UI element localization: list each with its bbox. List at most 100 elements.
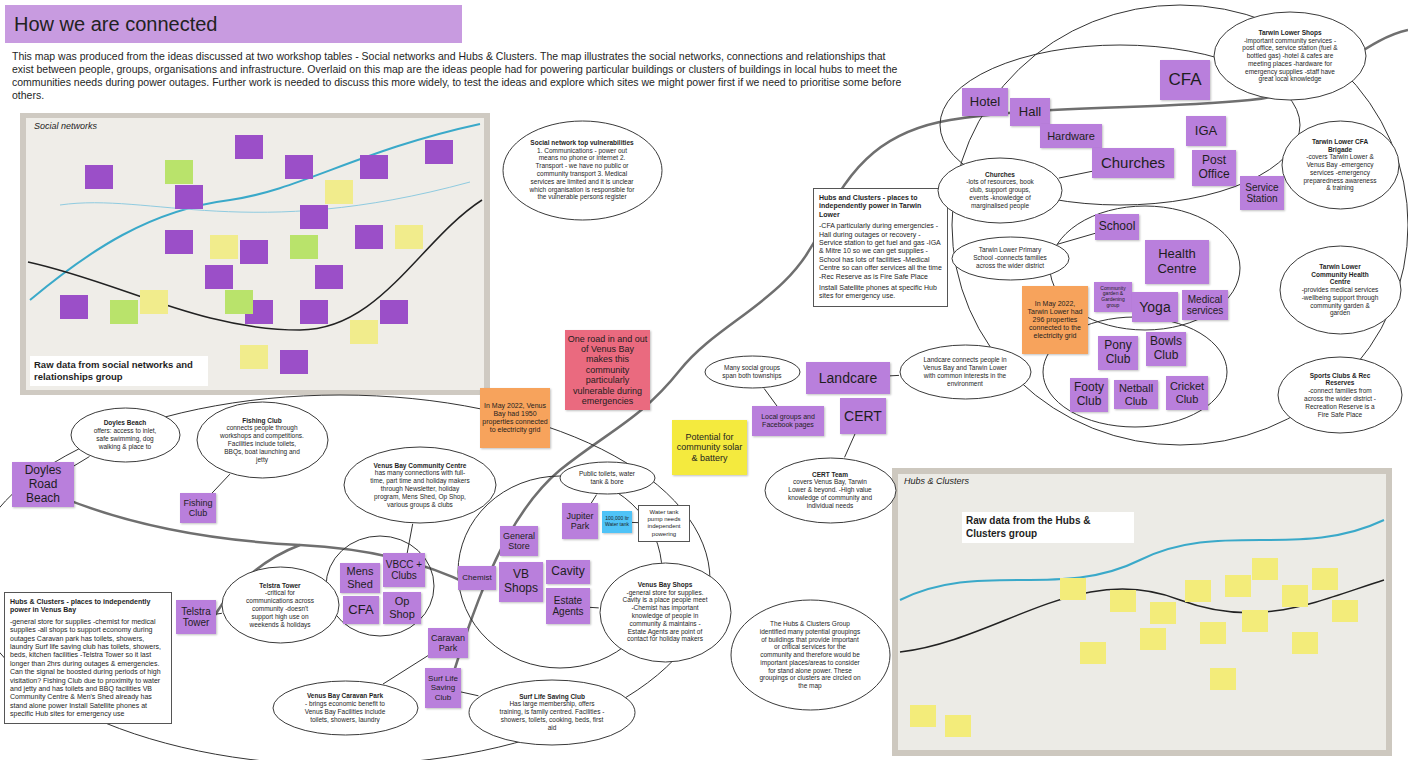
map-drawing [280,350,308,374]
node-text: Has large membership, offers training, i… [497,700,607,731]
callout-body: Social network top vulnerabilities1. Com… [530,139,635,201]
map-drawing [1080,642,1106,664]
sticky-note: CFA [343,596,379,624]
leader-line [1059,171,1092,178]
note-box: Hubs and Clusters - places to independen… [813,188,948,307]
callout-body: Tarwin Lower Primary School -connects fa… [973,246,1048,269]
node-text: Tarwin Lower Primary School -connects fa… [973,246,1048,269]
callout-ellipse: Surf Life Saving ClubHas large membershi… [468,679,636,746]
node-text: -important community services - post off… [1240,37,1340,84]
callout-ellipse: Venus Bay Caravan Park- brings economic … [272,680,419,736]
node-text: Potential for community solar & battery [674,432,745,463]
callout-ellipse: Tarwin Lower Community Health Centre-pro… [1279,245,1402,335]
leader-line [212,474,230,493]
ellipse-shape [1280,246,1401,334]
node-text: In May 2022, Venus Bay had 1950 properti… [482,402,548,434]
node-text: Surf Life Saving Club [427,674,459,702]
sticky-note: Medical services [1182,290,1228,320]
map-drawing [235,135,263,159]
callout-body: Venus Bay Shops-general store for suppli… [623,581,708,643]
map-drawing [892,468,1392,756]
node-heading: Tarwin Lower CFA Brigade [1303,138,1378,154]
node-text: 100,000 ltr Water tank [604,516,630,528]
node-heading: Churches [960,171,1040,179]
callout-body: Tarwin Lower Shops-important community s… [1240,29,1340,84]
handwritten-heading: Social networks [34,121,154,132]
callout-body: The Hubs & Clusters Group identified man… [758,620,863,690]
map-drawing [240,240,268,264]
handwritten-heading: Hubs & Clusters [904,476,1024,487]
node-heading: Surf Life Saving Club [497,693,607,701]
map-drawing [910,705,936,727]
node-heading: Venus Bay Shops [623,581,708,589]
map-drawing [325,180,353,204]
node-text: -connect families from across the wider … [1300,387,1380,418]
leader-line [1057,233,1095,244]
map-drawing [395,225,423,249]
leader-line [461,692,478,696]
callout-ellipse: Telstra Tower-critical for communication… [221,566,340,644]
node-text: Caravan Park [430,633,466,654]
sticky-note: CFA [1160,60,1210,100]
sticky-note: Yoga [1132,292,1178,322]
callout-body: CERT Teamcovers Venus Bay, Tarwin Lower … [788,471,873,510]
node-text: Landcare [808,370,888,386]
sticky-note: Post Office [1192,150,1236,186]
map-drawing [1110,590,1136,612]
map-drawing [1312,568,1338,590]
callout-ellipse: Sports Clubs & Rec Reserves-connect fami… [1277,356,1403,434]
map-drawing [60,182,470,212]
node-text: Water tank pump needs independent poweri… [642,509,686,538]
ellipse-shape [765,458,896,523]
sticky-note: In May 2022, Venus Bay had 1950 properti… [480,388,550,448]
sticky-note: Jupiter Park [562,503,598,539]
sticky-note: Hotel [962,88,1008,116]
callout-ellipse: Social network top vulnerabilities1. Com… [502,120,663,221]
sticky-note: Community garden & Gardening group [1094,282,1132,312]
map-drawing [898,474,1386,750]
node-text: One road in and out of Venus Bay makes t… [567,334,648,406]
map-drawing [0,395,710,760]
connectors [74,171,1095,695]
leader-line [590,607,599,609]
ellipse-shape [71,408,180,462]
photo-hubs-clusters [892,468,1392,756]
node-text: Community garden & Gardening group [1096,286,1130,309]
ellipse-shape [560,462,655,494]
node-text: Doyles Road Beach [14,464,72,505]
map-drawing [240,345,268,369]
node-heading: Social network top vulnerabilities [530,139,635,147]
callout-ellipse: Churches-lots of resources, book club, s… [937,157,1063,224]
sticky-note: General Store [500,526,538,556]
node-text: Hardware [1042,130,1100,143]
node-text: Health Centre [1147,247,1207,277]
callout-body: Surf Life Saving ClubHas large membershi… [497,693,607,732]
node-text: -critical for communications across comm… [243,589,318,628]
sticky-note: Hall [1010,98,1050,126]
callout-body: Fishing Clubconnects people through work… [220,417,305,464]
map-drawing [30,124,480,300]
node-text: offers: access to inlet, safe swimming, … [90,427,160,450]
node-text: Op Shop [385,595,419,620]
sticky-note: Surf Life Saving Club [425,668,461,708]
ellipse-shape [705,356,800,388]
node-text: Estate Agents [548,595,588,618]
node-text: Medical services [1184,294,1226,317]
map-drawing [1252,558,1278,580]
node-heading: Tarwin Lower Shops [1240,29,1340,37]
sticky-note: Pony Club [1098,336,1138,370]
sticky-note: Hardware [1040,124,1102,148]
sticky-note: Netball Club [1114,380,1158,409]
leader-line [216,613,222,615]
node-text: Chemist [460,573,494,582]
node-heading: Fishing Club [220,417,305,425]
callout-ellipse: Landcare connects people in Venus Bay an… [899,344,1032,400]
sticky-note: Telstra Tower [176,600,216,634]
map-drawing [205,265,233,289]
node-text: Local groups and Facebook pages [754,413,822,429]
node-heading: Doyles Beach [90,419,160,427]
sticky-note: Mens Shed [340,563,380,593]
map-drawing [225,290,253,314]
ellipse-shape [952,237,1069,280]
